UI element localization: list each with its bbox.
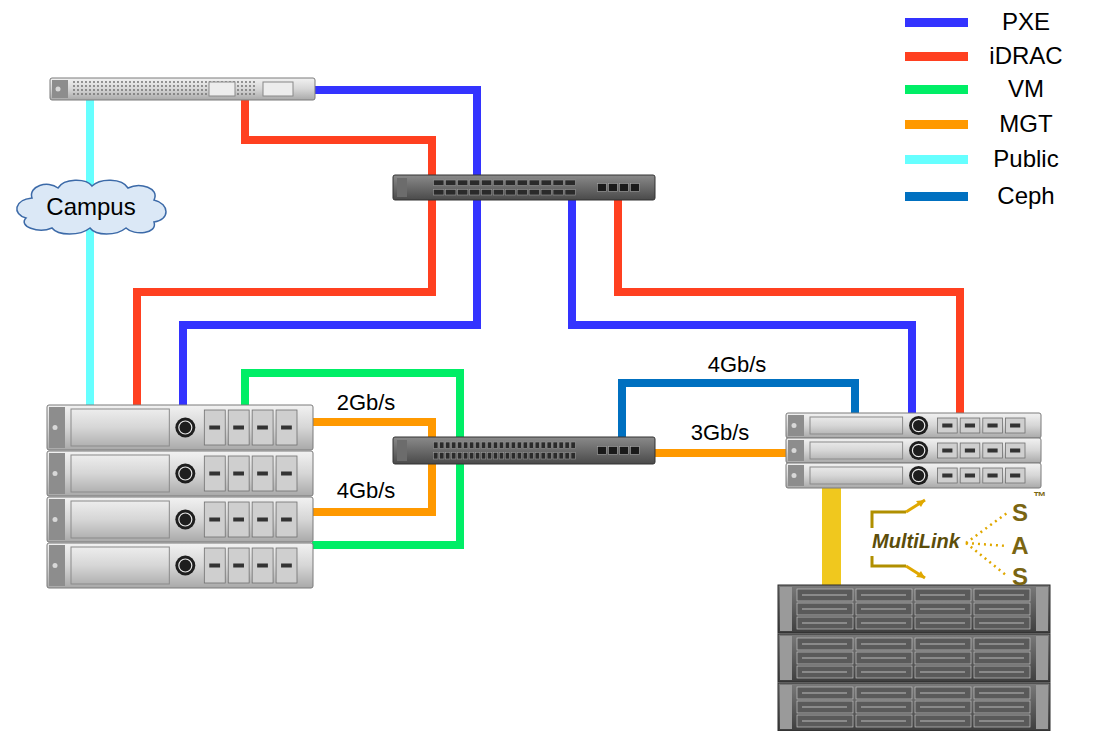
legend-text: Public [993, 147, 1058, 171]
rack-server [50, 78, 315, 100]
link-speed: 2Gb/s [337, 392, 396, 414]
legend-swatch [905, 85, 968, 94]
link-speed: 4Gb/s [708, 354, 767, 376]
storage-enclosure [778, 585, 1050, 633]
cloud-label: Campus [46, 193, 135, 221]
rack-server [47, 497, 313, 542]
legend-swatch [905, 192, 968, 201]
sas-logo-graphic [872, 500, 1007, 578]
network-cable [312, 422, 432, 438]
cloud-node: Campus [10, 178, 172, 236]
legend-swatch [905, 155, 968, 164]
link-speed: 4Gb/s [337, 480, 396, 502]
legend-text: VM [1008, 77, 1044, 101]
legend-text: iDRAC [989, 44, 1062, 68]
link-speed: 3Gb/s [691, 422, 750, 444]
legend-text: Ceph [997, 184, 1054, 208]
trademark-mark: ™ [1034, 490, 1047, 503]
rack-server [786, 438, 1041, 463]
rack-server [786, 413, 1041, 438]
network-cable [245, 100, 432, 176]
logo-text: MultiLink [872, 531, 960, 551]
legend-swatch [905, 18, 968, 27]
network-cable [312, 462, 432, 512]
network-cable [654, 449, 786, 457]
storage-enclosure [778, 634, 1050, 682]
storage-enclosure [778, 683, 1050, 731]
legend-swatch [905, 52, 968, 61]
legend-text: PXE [1002, 10, 1050, 34]
logo-letter: S [1012, 501, 1028, 525]
network-switch [393, 175, 655, 200]
legend-swatch [905, 120, 968, 129]
network-cable [86, 220, 94, 407]
network-switch [393, 437, 655, 464]
sas-cable [822, 487, 841, 586]
rack-server [47, 405, 313, 450]
legend-text: MGT [999, 112, 1052, 136]
rack-server [786, 463, 1041, 488]
rack-server [47, 543, 313, 588]
logo-letter: S [1012, 565, 1028, 589]
rack-server [47, 451, 313, 496]
logo-letter: A [1011, 534, 1028, 558]
